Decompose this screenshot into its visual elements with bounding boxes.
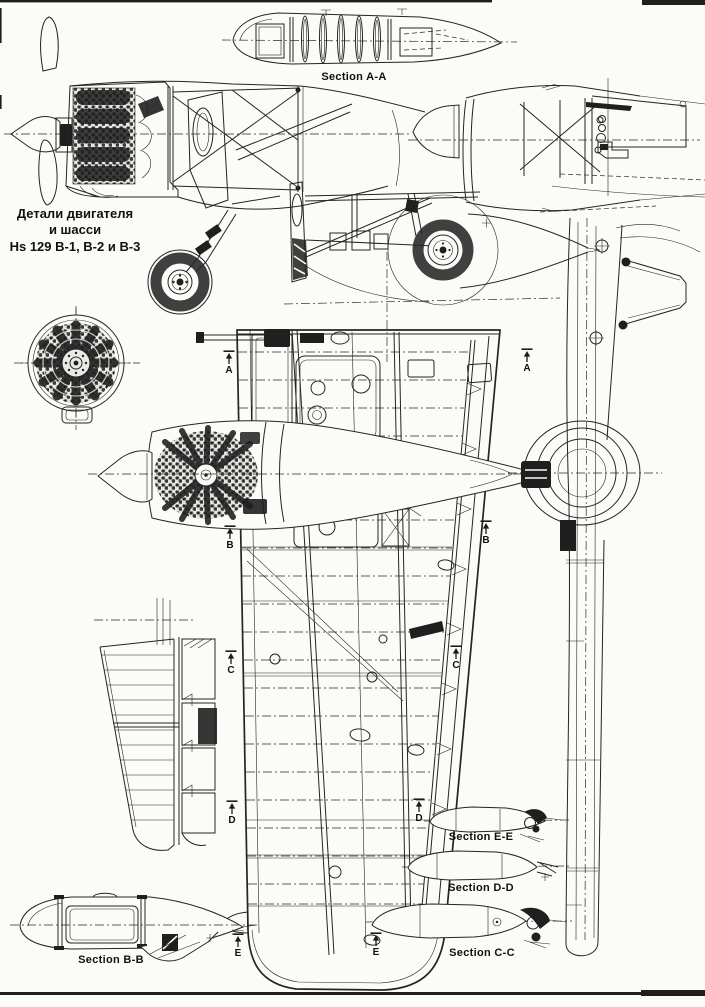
cut-arrow-icon	[521, 348, 533, 362]
wing-edge-view-drawing	[508, 205, 701, 957]
cut-arrow-icon	[370, 932, 382, 946]
cut-arrow-icon	[413, 798, 425, 812]
engine-side-view-drawing	[4, 16, 426, 315]
cut-arrow-icon	[480, 520, 492, 534]
cut-marker-e-left: E	[231, 933, 245, 959]
nacelle-side-view-drawing	[408, 78, 705, 213]
cut-marker-label: C	[452, 660, 460, 671]
cut-marker-label: C	[227, 665, 235, 676]
cut-marker-label: D	[228, 815, 236, 826]
section-a-a-drawing	[221, 8, 518, 65]
title-block: Детали двигателя и шасси Hs 129 B-1, B-2…	[4, 206, 146, 255]
section-e-e-drawing	[423, 806, 571, 843]
cut-marker-b-left: B	[223, 525, 237, 551]
wing-plan-view-drawing	[88, 252, 545, 991]
cut-marker-label: A	[225, 365, 233, 376]
title-line-3: Hs 129 B-1, B-2 и B-3	[9, 238, 141, 254]
section-c-c-label: Section C-C	[449, 947, 515, 959]
outer-wing-panel-drawing	[94, 598, 217, 851]
engine-cylinders	[33, 320, 119, 406]
cut-marker-label: E	[234, 948, 242, 959]
cut-marker-label: E	[372, 947, 380, 958]
cut-marker-e-right: E	[369, 932, 383, 958]
title-line-1: Детали двигателя	[16, 206, 134, 221]
section-e-e-label: Section E-E	[448, 831, 514, 843]
cut-marker-d-right: D	[412, 798, 426, 824]
cut-marker-a-left: A	[222, 350, 236, 376]
cut-marker-label: B	[226, 540, 234, 551]
radial-engine-front-view-drawing	[14, 306, 140, 430]
cut-marker-d-left: D	[225, 800, 239, 826]
section-d-d-drawing	[401, 850, 571, 881]
cut-arrow-icon	[224, 525, 236, 539]
section-b-b-drawing	[10, 892, 258, 962]
cut-arrow-icon	[226, 800, 238, 814]
landing-gear-bay-drawing	[283, 181, 601, 306]
cut-marker-label: D	[415, 813, 423, 824]
cut-marker-label: B	[482, 535, 490, 546]
cut-marker-label: A	[523, 363, 531, 374]
cut-marker-b-right: B	[479, 520, 493, 546]
section-c-c-drawing	[365, 903, 573, 949]
cut-marker-a-right: A	[520, 348, 534, 374]
cut-arrow-icon	[232, 933, 244, 947]
cut-arrow-icon	[223, 350, 235, 364]
section-d-d-label: Section D-D	[448, 882, 514, 894]
cut-arrow-icon	[450, 645, 462, 659]
section-a-a-label: Section A-A	[321, 71, 387, 83]
section-b-b-label: Section B-B	[78, 954, 144, 966]
cut-marker-c-right: C	[449, 645, 463, 671]
cut-marker-c-left: C	[224, 650, 238, 676]
cut-arrow-icon	[225, 650, 237, 664]
title-line-2: и шасси	[48, 222, 102, 238]
